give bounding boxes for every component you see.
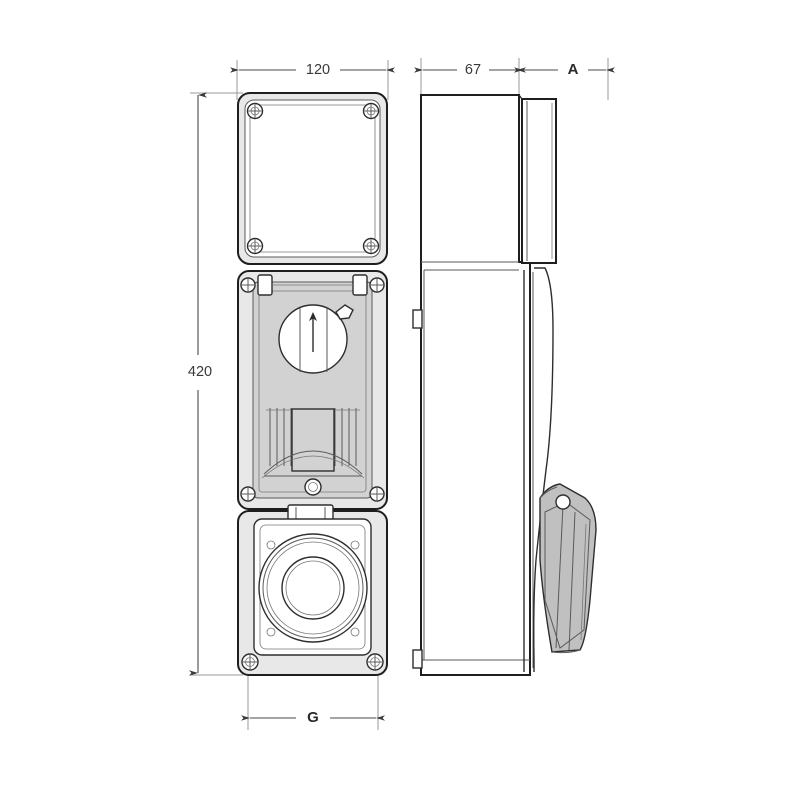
- rotary-switch-knob[interactable]: [278, 304, 354, 374]
- corner-fixing-screw: [240, 486, 256, 502]
- side-view: [412, 94, 597, 676]
- corner-fixing-screw: [369, 486, 385, 502]
- dimension-depth-lid: A: [514, 58, 615, 100]
- enclosure-box-lid-seam: [249, 104, 376, 253]
- cover-outer-contour: [533, 267, 554, 672]
- corner-fixing-screw: [362, 237, 380, 255]
- dimension-label-120: 120: [306, 62, 330, 78]
- knob-grip-band: [299, 308, 328, 372]
- dimension-width-top: 120: [230, 60, 395, 100]
- mounting-lug-upper: [412, 309, 423, 329]
- front-view: [237, 92, 388, 676]
- dimension-depth-body: 67: [414, 58, 526, 100]
- corner-fixing-screw: [246, 102, 264, 120]
- rotary-switch-section: [237, 270, 388, 510]
- latch-tab-left: [257, 274, 273, 296]
- latch-tab-right: [352, 274, 368, 296]
- corner-fixing-screw: [366, 653, 384, 671]
- socket-arc-guide: [263, 450, 363, 475]
- corner-fixing-screw: [241, 653, 259, 671]
- corner-fixing-screw: [362, 102, 380, 120]
- dimension-label-420: 420: [188, 364, 212, 380]
- cover-hinge-pin: [555, 494, 571, 510]
- dimension-label-A: A: [568, 61, 579, 78]
- centre-boss: [304, 478, 322, 496]
- dimension-label-G: G: [307, 709, 319, 726]
- ventilation-ribs: [266, 408, 360, 466]
- knob-indicator-tab: [335, 304, 354, 320]
- switch-position-arrow: [309, 312, 317, 352]
- corner-fixing-screw: [369, 277, 385, 293]
- corner-fixing-screw: [240, 277, 256, 293]
- terminal-enclosure-box: [237, 92, 388, 265]
- dimension-height-total: 420: [188, 92, 243, 676]
- enclosure-body-profile: [420, 94, 531, 676]
- socket-outlet-section: [237, 504, 388, 676]
- mounting-lug-lower: [412, 649, 423, 669]
- hinged-socket-cover: [533, 267, 597, 672]
- dimension-label-67: 67: [465, 62, 481, 78]
- enclosure-lid-profile: [521, 98, 557, 264]
- enclosure-box-inner: [244, 99, 381, 258]
- dimension-width-bottom: G: [241, 676, 385, 730]
- socket-bore: [281, 556, 345, 620]
- corner-fixing-screw: [246, 237, 264, 255]
- switch-window: [291, 408, 335, 472]
